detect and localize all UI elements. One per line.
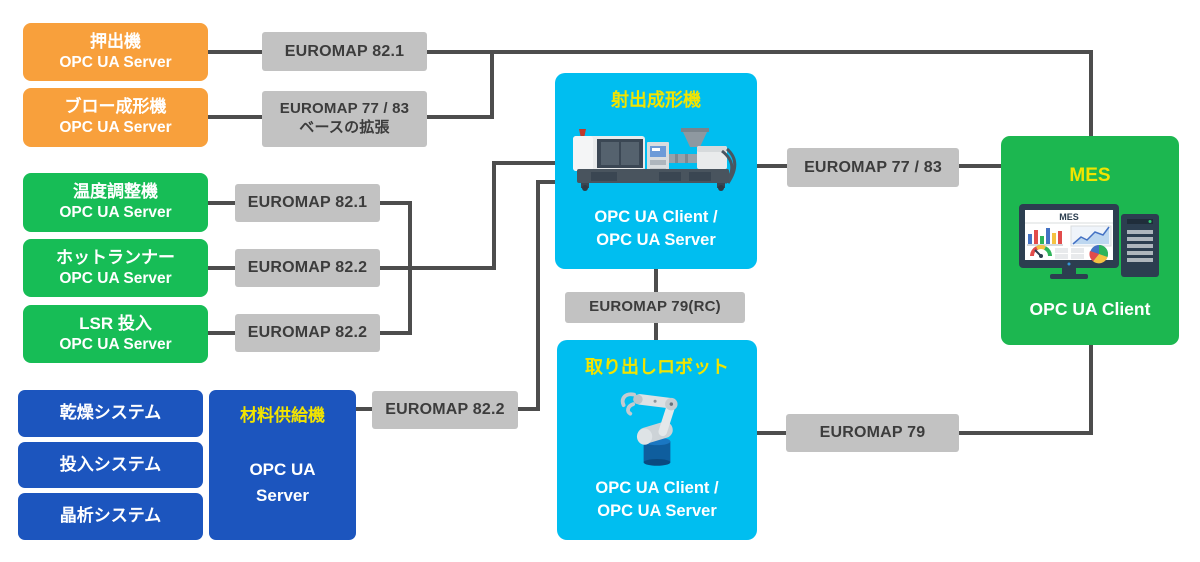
box-hot-runner: ホットランナー OPC UA Server (23, 239, 208, 297)
protocol-label-robot-mes: EUROMAP 79 (786, 414, 959, 452)
box-pickout-robot: 取り出しロボット OPC UA Client / OPC UA Server (557, 340, 757, 540)
box-material-feeder-title: 材料供給機 (240, 406, 325, 425)
box-drying-system-title: 乾燥システム (59, 403, 162, 423)
protocol-label-injection-mes: EUROMAP 77 / 83 (787, 148, 959, 187)
box-temperature-controller-subtitle: OPC UA Server (59, 204, 172, 222)
box-crystallization-system-title: 晶析システム (59, 506, 162, 526)
box-mes-subtitle: OPC UA Client (1029, 299, 1151, 320)
box-hot-runner-title: ホットランナー (56, 247, 175, 267)
box-crystallization-system: 晶析システム (18, 493, 203, 540)
connector-material-injection (356, 180, 555, 411)
injection-molding-machine-icon (573, 128, 737, 192)
box-injection-molding: 射出成形機 (555, 73, 757, 269)
connector-extruder-mes (208, 50, 1093, 136)
box-hot-runner-subtitle: OPC UA Server (59, 269, 172, 287)
box-extruder: 押出機 OPC UA Server (23, 23, 208, 81)
box-blow-molding-title: ブロー成形機 (64, 97, 167, 117)
box-feeding-system-title: 投入システム (59, 454, 162, 474)
protocol-label-blow-molding: EUROMAP 77 / 83 ベースの拡張 (262, 91, 427, 147)
protocol-label-extruder: EUROMAP 82.1 (262, 32, 427, 71)
box-material-feeder-subtitle: OPC UA Server (249, 460, 316, 505)
protocol-label-lsr: EUROMAP 82.2 (235, 314, 380, 352)
protocol-label-temperature: EUROMAP 82.1 (235, 184, 380, 222)
box-blow-molding-subtitle: OPC UA Server (59, 119, 172, 137)
box-feeding-system: 投入システム (18, 442, 203, 488)
box-mes: MES MES (1001, 136, 1179, 345)
box-drying-system: 乾燥システム (18, 390, 203, 437)
box-extruder-subtitle: OPC UA Server (59, 53, 172, 71)
box-temperature-controller-title: 温度調整機 (73, 182, 158, 202)
box-mes-title: MES (1069, 165, 1111, 186)
box-lsr-feeder-subtitle: OPC UA Server (59, 335, 172, 353)
box-blow-molding: ブロー成形機 OPC UA Server (23, 88, 208, 147)
box-pickout-robot-title: 取り出しロボット (585, 357, 729, 377)
robot-arm-icon (620, 392, 678, 467)
protocol-label-injection-robot: EUROMAP 79(RC) (565, 292, 745, 323)
mes-computer-icon: MES (1019, 204, 1159, 280)
box-temperature-controller: 温度調整機 OPC UA Server (23, 173, 208, 232)
box-pickout-robot-subtitle: OPC UA Client / OPC UA Server (595, 479, 719, 520)
box-injection-molding-subtitle: OPC UA Client / OPC UA Server (594, 208, 718, 249)
protocol-label-hot-runner: EUROMAP 82.2 (235, 249, 380, 287)
mes-screen-title: MES (1059, 212, 1079, 222)
box-material-feeder: 材料供給機 OPC UA Server (209, 390, 356, 540)
protocol-label-material-feeder: EUROMAP 82.2 (372, 391, 518, 429)
box-lsr-feeder-title: LSR 投入 (79, 313, 152, 333)
box-lsr-feeder: LSR 投入 OPC UA Server (23, 305, 208, 363)
box-injection-molding-title: 射出成形機 (611, 90, 701, 110)
box-extruder-title: 押出機 (90, 31, 141, 51)
